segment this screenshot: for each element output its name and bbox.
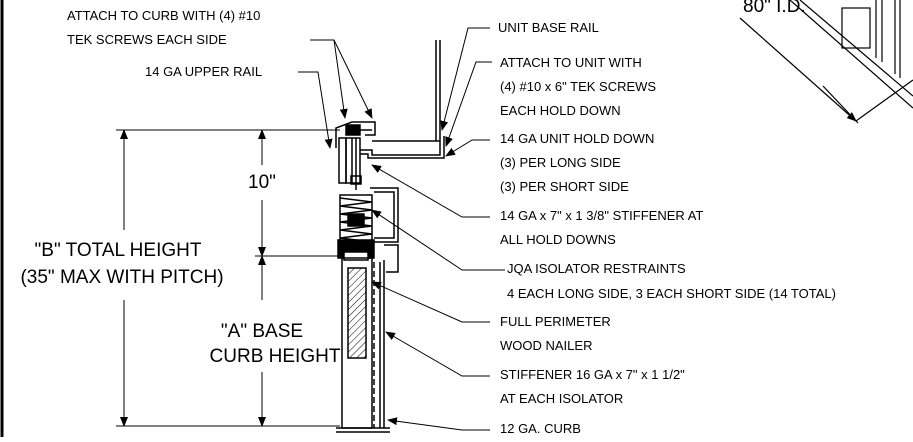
- isolator-restraints-note-1: JQA ISOLATOR RESTRAINTS: [507, 261, 686, 276]
- hold-down-note-1: 14 GA UNIT HOLD DOWN: [500, 131, 654, 146]
- leader-lines: [298, 27, 505, 431]
- attach-unit-note-2: (4) #10 x 6" TEK SCREWS: [500, 79, 656, 94]
- total-height-label-1: "B" TOTAL HEIGHT: [35, 240, 202, 261]
- upper-height-label: 10": [248, 172, 276, 193]
- hold-down-note-3: (3) PER SHORT SIDE: [500, 179, 629, 194]
- attach-curb-note-1: ATTACH TO CURB WITH (4) #10: [67, 8, 260, 23]
- unit-base-rail-note: UNIT BASE RAIL: [498, 20, 599, 35]
- upper-rail-note: 14 GA UPPER RAIL: [145, 64, 262, 79]
- curb-assembly: [335, 40, 445, 433]
- dimension-lines: [116, 129, 340, 427]
- upper-stiffener-note-1: 14 GA x 7" x 1 3/8" STIFFENER AT: [500, 208, 703, 223]
- base-curb-height-label-1: "A" BASE: [221, 321, 303, 342]
- attach-unit-note-3: EACH HOLD DOWN: [500, 103, 621, 118]
- attach-curb-note-2: TEK SCREWS EACH SIDE: [67, 32, 227, 47]
- lower-stiffener-note-1: STIFFENER 16 GA x 7" x 1 1/2": [500, 367, 685, 382]
- upper-stiffener-note-2: ALL HOLD DOWNS: [500, 232, 616, 247]
- hold-down-note-2: (3) PER LONG SIDE: [500, 155, 621, 170]
- lower-stiffener-note-2: AT EACH ISOLATOR: [500, 391, 623, 406]
- base-curb-height-label-2: CURB HEIGHT: [210, 346, 341, 367]
- corner-plan-fragment: [739, 0, 913, 124]
- attach-unit-note-1: ATTACH TO UNIT WITH: [500, 55, 642, 70]
- total-height-label-2: (35" MAX WITH PITCH): [20, 267, 223, 288]
- isolator-restraints-note-2: 4 EACH LONG SIDE, 3 EACH SHORT SIDE (14 …: [507, 286, 836, 301]
- nailer-note-2: WOOD NAILER: [500, 338, 592, 353]
- nailer-note-1: FULL PERIMETER: [500, 314, 611, 329]
- corner-id-dimension: 80" I.D.: [743, 0, 806, 17]
- curb-note: 12 GA. CURB: [500, 421, 581, 436]
